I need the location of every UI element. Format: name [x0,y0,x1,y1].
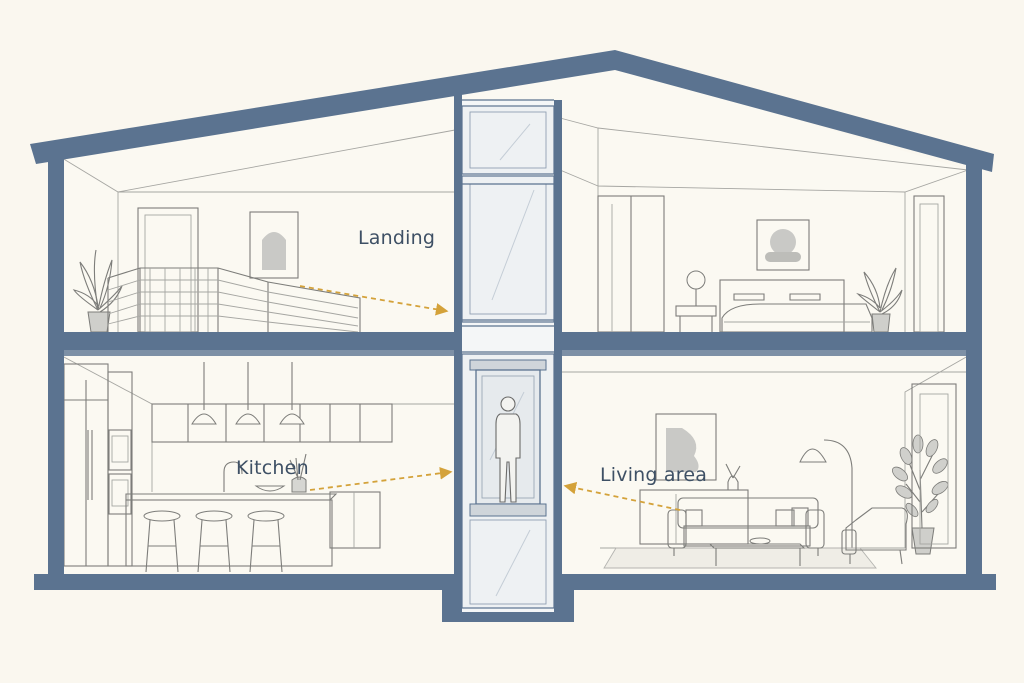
armchair [841,507,908,565]
upper-left-room [61,129,456,334]
living-arrow [563,481,681,511]
tall-cabinets [63,363,133,567]
living-window [911,383,957,549]
coffee-table [708,537,806,566]
pointer-arrows [299,285,681,511]
landing-arrow [299,285,449,316]
upper-right-room [559,117,969,333]
wall-ovens [108,429,132,515]
house-structure [30,50,996,622]
person-silhouette [495,396,521,503]
pendant-lights [191,362,305,425]
wall-art-frame [249,211,299,279]
bar-stools [143,510,285,573]
kitchen-label: Kitchen [236,457,309,479]
living-area-label: Living area [600,464,708,486]
shaft-rails [462,99,554,353]
kitchen-arrow [309,467,453,491]
living-wall-art [655,413,717,481]
upper-cabinets [151,403,393,443]
bedroom-wall-art [756,219,810,271]
bedside-lamp [675,270,717,332]
bed [719,279,873,333]
living-tree-plant [891,434,949,555]
elevator-shaft [460,100,556,612]
landing-label: Landing [358,227,436,249]
stair-railing [107,267,361,334]
kitchen-room [61,355,455,573]
